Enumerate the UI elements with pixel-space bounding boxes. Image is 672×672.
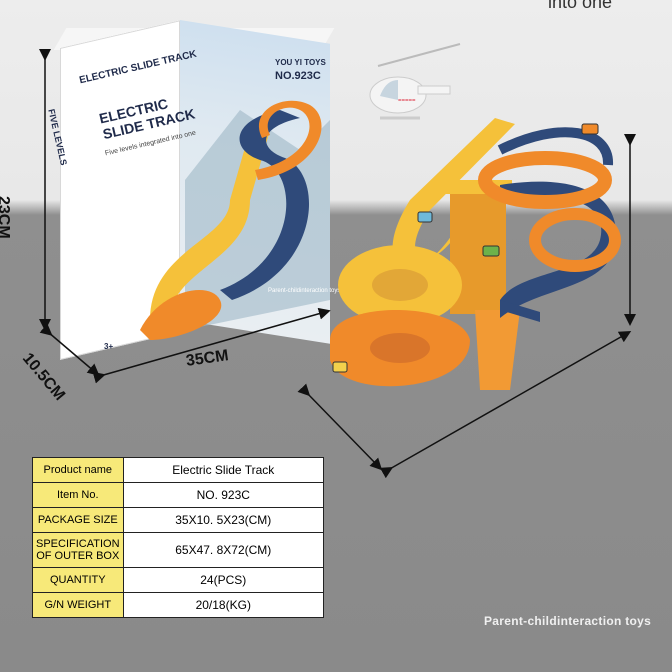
table-row: Product name Electric Slide Track: [32, 457, 325, 483]
spec-key: QUANTITY: [32, 567, 124, 593]
spec-value: Electric Slide Track: [122, 457, 325, 483]
box-brand: YOU YI TOYS: [275, 58, 326, 67]
box-tagline: Parent-childinteraction toys: [268, 288, 341, 294]
height-dimension-label: 23CM: [0, 196, 12, 239]
spec-key: G/N WEIGHT: [32, 592, 124, 618]
spec-value: 20/18(KG): [122, 592, 325, 618]
table-row: Item No. NO. 923C: [32, 482, 325, 508]
spec-value: 24(PCS): [122, 567, 325, 593]
table-row: QUANTITY 24(PCS): [32, 567, 325, 593]
box-model-number: NO.923C: [275, 70, 321, 82]
table-row: G/N WEIGHT 20/18(KG): [32, 592, 325, 618]
helicopter-toy: =====: [369, 43, 461, 120]
width-dimension-line: [92, 307, 331, 384]
spec-table: Product name Electric Slide Track Item N…: [32, 457, 325, 618]
spec-key: PACKAGE SIZE: [32, 507, 124, 533]
toy-width-line: [379, 331, 632, 479]
spec-key: Product name: [32, 457, 124, 483]
toy-depth-line: [297, 383, 383, 471]
bottom-caption: Parent-childinteraction toys: [484, 614, 652, 628]
table-row: SPECIFICATION OF OUTER BOX 65X47. 8X72(C…: [32, 532, 325, 568]
svg-text:=====: =====: [398, 98, 416, 104]
spec-value: 65X47. 8X72(CM): [122, 532, 325, 568]
top-caption: into one: [548, 0, 613, 12]
spec-key: Item No.: [32, 482, 124, 508]
table-row: PACKAGE SIZE 35X10. 5X23(CM): [32, 507, 325, 533]
track-assembly: [330, 118, 621, 390]
spec-value: NO. 923C: [122, 482, 325, 508]
depth-dimension-line: [39, 323, 100, 376]
spec-value: 35X10. 5X23(CM): [122, 507, 325, 533]
spec-key: SPECIFICATION OF OUTER BOX: [32, 532, 124, 568]
